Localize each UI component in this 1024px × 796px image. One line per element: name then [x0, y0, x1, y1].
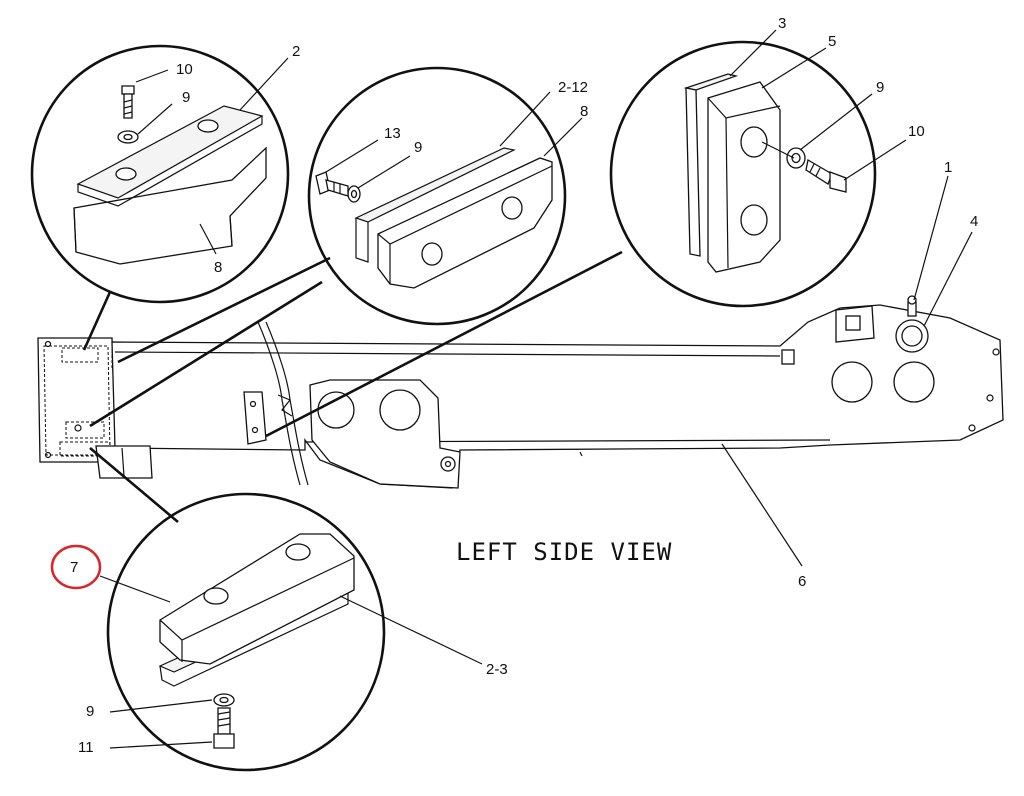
callout-4: 4 — [970, 213, 978, 230]
main-frame — [37, 295, 1004, 489]
callout-10: 10 — [176, 61, 193, 78]
callout-9: 9 — [182, 89, 190, 106]
view-title: LEFT SIDE VIEW — [456, 538, 672, 566]
callout-9: 9 — [876, 79, 884, 96]
detail-circle-top-middle — [307, 66, 583, 326]
callout-8: 8 — [214, 259, 222, 276]
callout-11: 11 — [78, 739, 94, 756]
detail-connectors — [82, 250, 623, 523]
callout-3: 3 — [778, 15, 786, 32]
callout-13: 13 — [384, 125, 401, 142]
callout-2-12: 2-12 — [558, 79, 588, 96]
highlight-circle — [50, 544, 102, 590]
callout-6: 6 — [798, 573, 806, 590]
leader-1 — [913, 175, 949, 301]
callout-2-3: 2-3 — [486, 661, 508, 678]
detail-circle-bottom — [99, 492, 483, 772]
callout-9: 9 — [86, 703, 94, 720]
callout-8: 8 — [580, 103, 588, 120]
callout-5: 5 — [828, 33, 836, 50]
callout-10: 10 — [908, 123, 925, 140]
leader-4 — [923, 231, 973, 327]
leader-6 — [721, 443, 803, 567]
detail-circle-top-right — [609, 29, 907, 308]
detail-circle-top-left — [30, 44, 290, 304]
callout-1: 1 — [944, 159, 952, 176]
callout-7: 7 — [70, 559, 78, 576]
callout-2: 2 — [292, 43, 300, 60]
callout-9: 9 — [414, 139, 422, 156]
